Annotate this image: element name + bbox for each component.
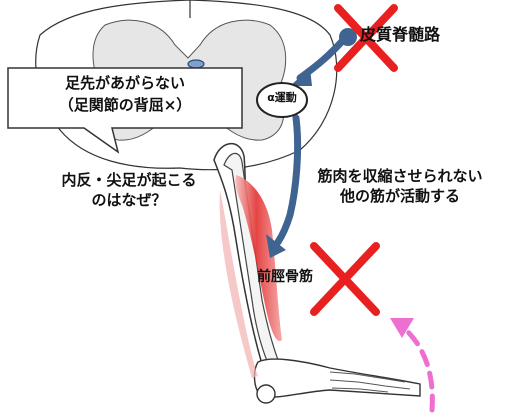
callout-text: 足先があがらない （足関節の背屈×） xyxy=(14,73,236,117)
heel-bone xyxy=(256,384,276,404)
foot-drop-dashed-arrow xyxy=(401,325,435,413)
muscle-note-line-2: 他の筋が活動する xyxy=(339,187,460,206)
tibialis-anterior-muscle xyxy=(235,175,282,341)
tract-label: 皮質脊髄路 xyxy=(360,25,441,44)
callout-line-2: （足関節の背屈×） xyxy=(58,95,192,114)
callout-box xyxy=(7,67,243,154)
foot-bones xyxy=(253,358,421,398)
cross-mark-muscle xyxy=(310,242,380,316)
efferent-nerve-arrow xyxy=(274,114,302,246)
tract-origin-dot xyxy=(339,28,357,46)
motor-pathway-arrowhead-upper xyxy=(290,68,312,86)
alpha-motor-neuron xyxy=(256,82,308,118)
cross-mark-tract xyxy=(334,4,398,72)
question-text: 内反・尖足が起こる のはなぜ？ xyxy=(44,170,214,211)
question-line-1: 内反・尖足が起こる xyxy=(61,171,197,189)
efferent-nerve-arrowhead xyxy=(266,234,286,258)
muscle-label: 前脛骨筋 xyxy=(257,269,313,285)
alpha-motor-label: α運動 xyxy=(267,91,297,104)
dashed-arrowhead xyxy=(390,318,414,338)
tibia-bone xyxy=(223,152,281,369)
muscle-note-text: 筋肉を収縮させられない 他の筋が活動する xyxy=(300,166,500,207)
toe-bones xyxy=(329,371,411,393)
central-canal xyxy=(187,59,205,69)
question-line-2: のはなぜ？ xyxy=(91,191,167,210)
lower-leg-bones xyxy=(213,143,421,404)
muscle-shadow xyxy=(219,190,258,378)
muscle-note-line-1: 筋肉を収縮させられない xyxy=(317,167,483,185)
callout-line-1: 足先があがらない xyxy=(64,74,185,92)
